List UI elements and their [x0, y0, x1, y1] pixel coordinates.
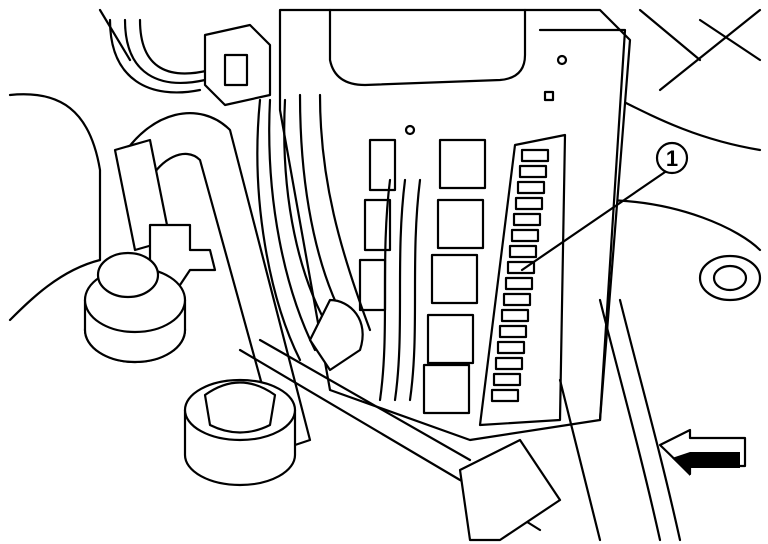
fuse — [508, 244, 538, 259]
relays — [358, 138, 487, 415]
fuse — [506, 260, 536, 275]
small-relay — [358, 258, 387, 312]
background-body-lines — [8, 8, 762, 322]
fuse — [494, 356, 524, 371]
callout-label: 1 — [666, 146, 678, 171]
fuse — [512, 212, 542, 227]
fuse — [516, 180, 546, 195]
relay — [436, 198, 485, 250]
cap-knob — [183, 378, 297, 487]
connector-block — [203, 23, 272, 107]
relay — [426, 313, 475, 365]
ground-cable — [113, 112, 312, 452]
callout-1: 1 — [520, 141, 689, 272]
fuse — [504, 276, 534, 291]
relay — [438, 138, 487, 190]
fuse — [502, 292, 532, 307]
fuse — [498, 324, 528, 339]
fuse — [510, 228, 540, 243]
fuse — [514, 196, 544, 211]
battery-terminal — [83, 251, 187, 364]
fuse — [492, 372, 522, 387]
fuse — [518, 164, 548, 179]
relay — [430, 253, 479, 305]
fuse — [496, 340, 526, 355]
small-relay — [368, 138, 397, 192]
fuse — [520, 148, 550, 163]
relay — [422, 363, 471, 415]
fuse-row — [490, 148, 550, 403]
fuse — [490, 388, 520, 403]
fuse — [500, 308, 530, 323]
lower-panel — [238, 298, 682, 542]
wiring-harness — [108, 18, 422, 402]
front-direction-arrow — [658, 428, 747, 476]
